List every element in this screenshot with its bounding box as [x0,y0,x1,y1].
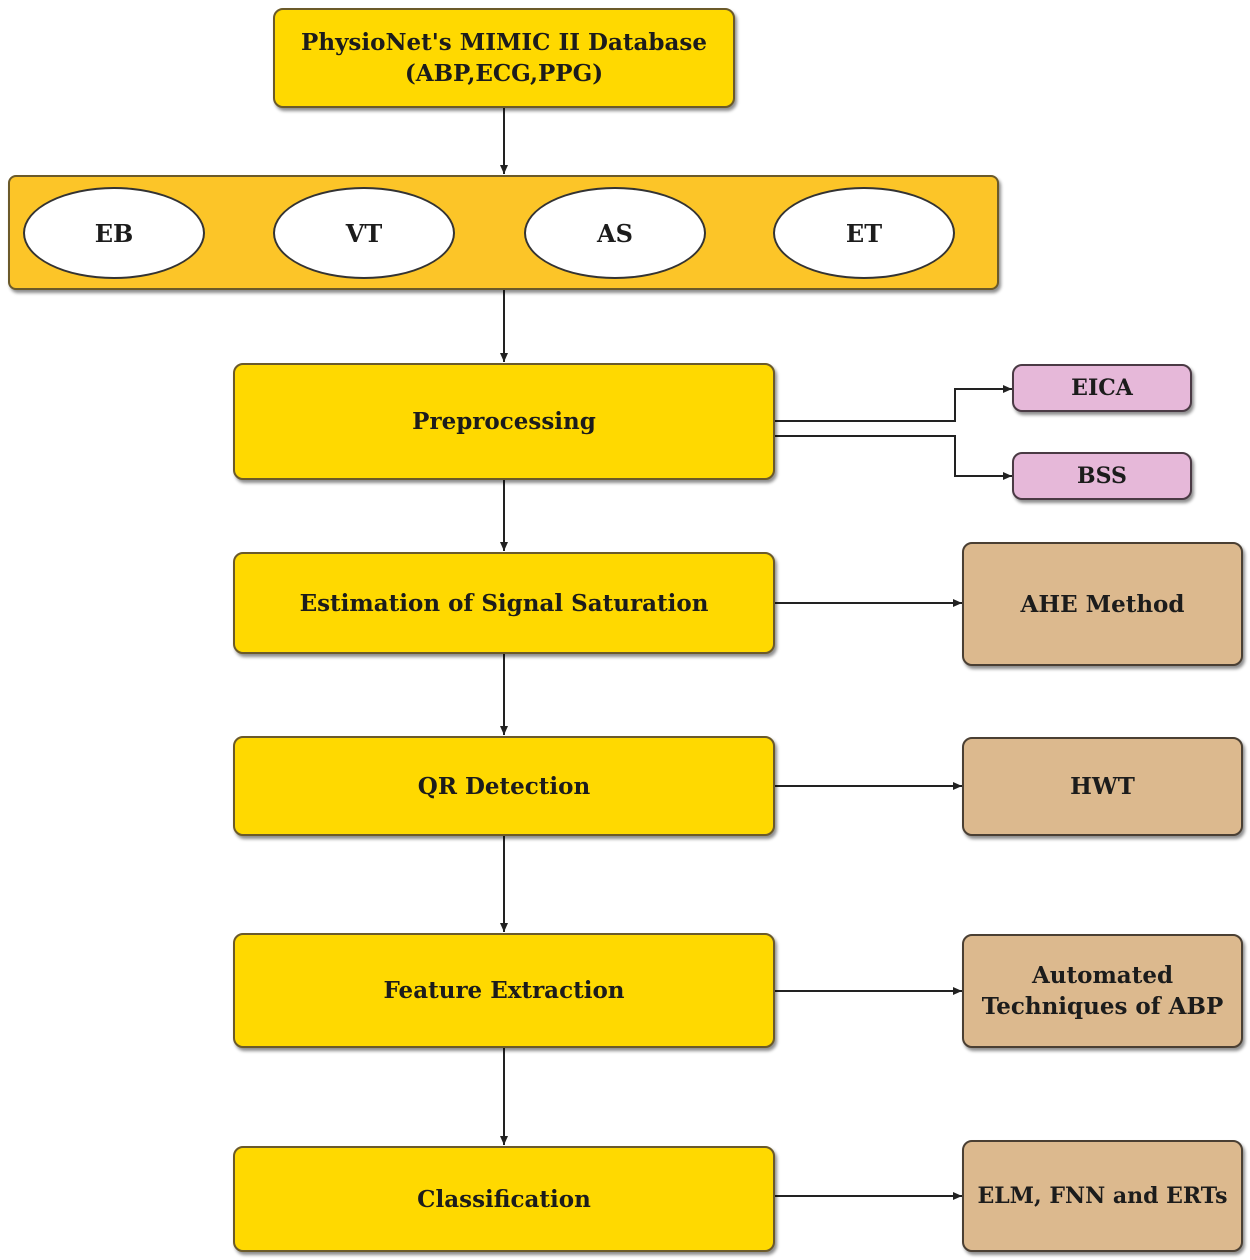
step-signal-saturation: Estimation of Signal Saturation [233,552,775,654]
method-eica: EICA [1012,364,1192,412]
method-hwt: HWT [962,737,1243,836]
signal-ellipse-eb: EB [23,187,205,279]
method-abp: Automated Techniques of ABP [962,934,1243,1048]
signal-ellipse-et: ET [773,187,955,279]
method-ahe: AHE Method [962,542,1243,666]
method-abp-line-1: Automated [1031,961,1174,989]
arrow-preprocessing-to-eica [775,385,1012,422]
arrow-preprocessing-to-bss [775,435,1012,480]
signal-ellipse-vt: VT [273,187,455,279]
step-qr-detection: QR Detection [233,736,775,836]
source-line-2: (ABP,ECG,PPG) [404,60,604,87]
step-preprocessing: Preprocessing [233,363,775,480]
method-bss: BSS [1012,452,1192,500]
source-line-1: PhysioNet's MIMIC II Database [301,28,707,56]
source-database-box: PhysioNet's MIMIC II Database (ABP,ECG,P… [273,8,735,108]
step-feature-extraction: Feature Extraction [233,933,775,1048]
step-classification: Classification [233,1146,775,1252]
signal-ellipse-as: AS [524,187,706,279]
method-abp-line-2: Techniques of ABP [981,993,1224,1020]
method-classifiers: ELM, FNN and ERTs [962,1140,1243,1252]
